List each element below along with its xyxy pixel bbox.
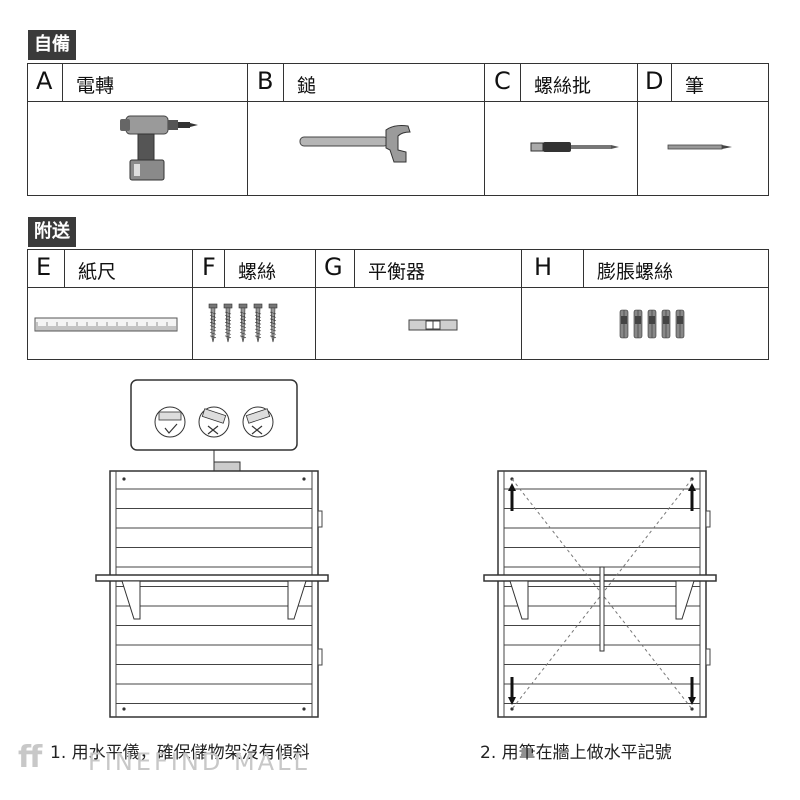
tool-letter-b: B — [257, 67, 274, 95]
part-letter-f: F — [202, 253, 216, 281]
drill-icon — [120, 115, 198, 181]
tool-name-hammer: 鎚 — [297, 75, 317, 97]
step2-illustration — [483, 470, 717, 718]
paper-ruler-icon — [34, 317, 178, 332]
part-letter-h: H — [534, 253, 553, 281]
part-letter-e: E — [36, 253, 52, 281]
wall-panel-marked — [483, 470, 717, 718]
watermark: FINEFIND MALL — [88, 748, 310, 776]
included-tag: 附送 — [28, 217, 76, 247]
self-provided-tag: 自備 — [28, 30, 76, 60]
tool-letter-c: C — [494, 67, 511, 95]
self-provided-table: A 電轉 B 鎚 C 螺絲批 D 筆 — [27, 63, 769, 196]
part-letter-g: G — [324, 253, 343, 281]
step2-caption: 2. 用筆在牆上做水平記號 — [480, 743, 672, 763]
part-name-level: 平衡器 — [368, 261, 426, 283]
step1-illustration — [95, 379, 329, 718]
hammer-icon — [299, 125, 411, 163]
tool-letter-d: D — [645, 67, 664, 95]
spirit-level-icon — [408, 319, 458, 331]
wall-panel — [95, 470, 329, 718]
screwdriver-icon — [530, 142, 619, 152]
tool-name-pen: 筆 — [685, 75, 705, 97]
tool-name-drill: 電轉 — [76, 75, 115, 97]
level-ok-icon — [154, 406, 186, 438]
level-tilt-left-icon — [198, 406, 230, 438]
pen-icon — [667, 144, 732, 150]
step1-caption: 1. 用水平儀，確保儲物架沒有傾斜 — [50, 743, 310, 763]
tool-name-screwdriver: 螺絲批 — [534, 75, 592, 97]
level-check-callout — [130, 379, 298, 462]
included-table: E 紙尺 F 螺絲 G 平衡器 H 膨脹螺絲 — [27, 249, 769, 360]
watermark-logo-icon: ff — [18, 740, 43, 775]
level-on-shelf — [213, 461, 241, 472]
part-name-anchors: 膨脹螺絲 — [597, 261, 674, 283]
tool-letter-a: A — [36, 67, 53, 95]
part-name-ruler: 紙尺 — [78, 261, 117, 283]
part-name-screws: 螺絲 — [238, 261, 277, 283]
level-tilt-right-icon — [242, 406, 274, 438]
screws-icon — [208, 303, 278, 343]
wall-anchors-icon — [619, 309, 685, 339]
